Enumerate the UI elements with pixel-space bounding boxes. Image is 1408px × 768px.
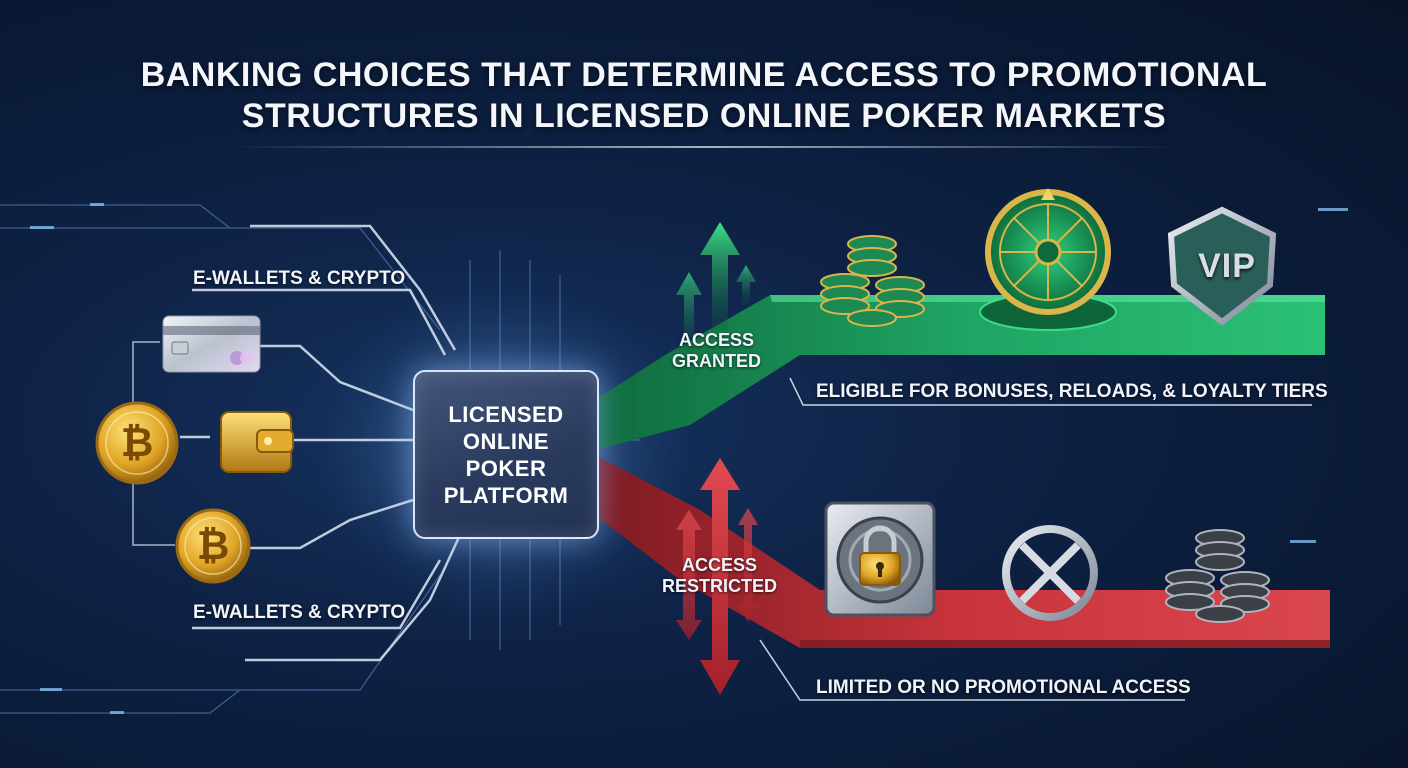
blocked-icon [1002,525,1098,621]
bitcoin-symbol: ₿ [120,421,154,465]
title-line-1: BANKING CHOICES THAT DETERMINE ACCESS TO… [140,56,1268,94]
title-line-2: STRUCTURES IN LICENSED ONLINE POKER MARK… [241,97,1167,135]
access-restricted-line1: ACCESS [682,555,758,575]
title-divider [230,146,1180,148]
wallet-icon [220,411,294,473]
granted-path [595,295,1325,450]
vip-badge-text: VIP [1198,247,1256,285]
connection-lines [180,224,462,662]
prize-wheel-icon [979,188,1117,331]
access-restricted-label: ACCESS RESTRICTED [662,555,777,597]
credit-card-icon [162,315,261,373]
granted-description: ELIGIBLE FOR BONUSES, RELOADS, & LOYALTY… [816,381,1328,402]
platform-label: LICENSED ONLINE POKER PLATFORM [443,401,569,508]
input-label-top: E-WALLETS & CRYPTO [193,268,406,289]
vault-lock-icon [824,501,936,617]
vip-shield-icon [1167,206,1277,326]
chip-stack-icon [820,235,925,327]
access-granted-line2: GRANTED [672,351,761,371]
platform-box: LICENSED ONLINE POKER PLATFORM [413,370,599,539]
restricted-path [595,455,1330,648]
access-granted-line1: ACCESS [678,330,754,350]
access-granted-label: ACCESS GRANTED [672,330,761,372]
down-arrows-icon [676,458,758,695]
restricted-description: LIMITED OR NO PROMOTIONAL ACCESS [816,677,1191,698]
access-restricted-line2: RESTRICTED [662,576,778,596]
chip-stack-icon [1165,529,1270,623]
input-label-bottom: E-WALLETS & CRYPTO [193,602,406,623]
bitcoin-icon [175,508,251,584]
up-arrows-icon [676,222,756,350]
bitcoin-symbol: ₿ [196,524,230,568]
bitcoin-icon [95,401,179,485]
